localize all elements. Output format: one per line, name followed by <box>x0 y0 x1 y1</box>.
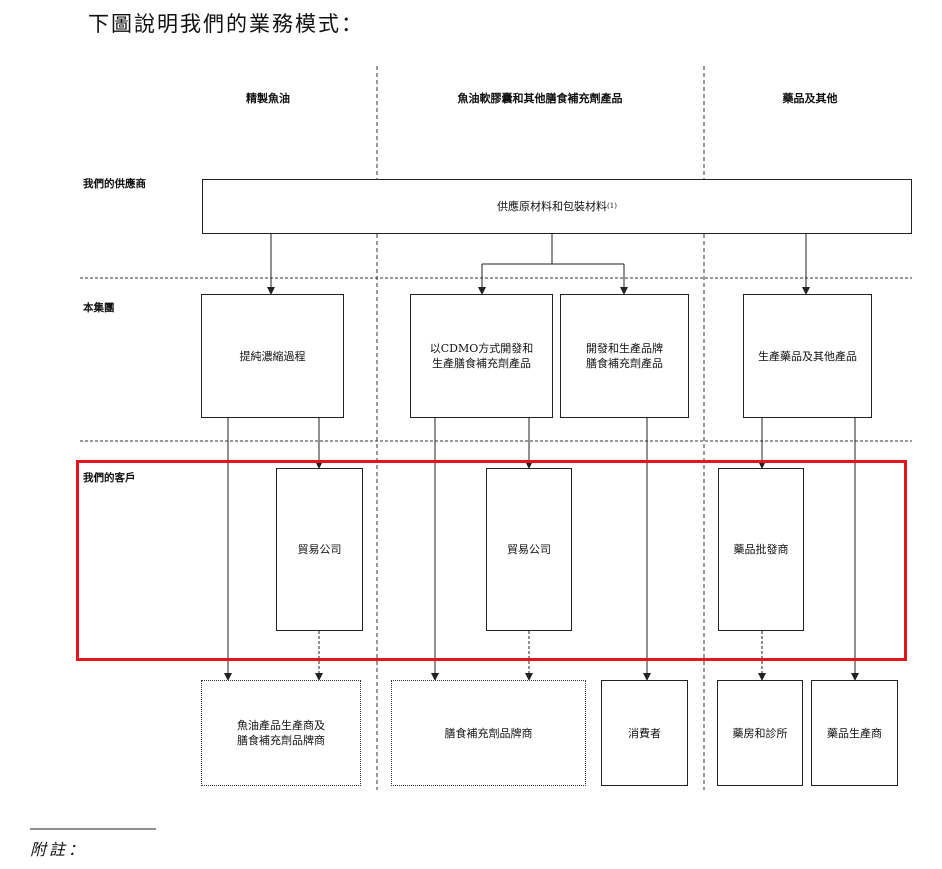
consumers-box: 消費者 <box>601 680 688 786</box>
trading-company-box-2: 貿易公司 <box>486 468 572 631</box>
pharma-manufacturers-label: 藥品生產商 <box>827 726 882 740</box>
row-label-group: 本集團 <box>83 302 115 314</box>
trading-company-label-1: 貿易公司 <box>297 543 342 556</box>
trading-company-label-2: 貿易公司 <box>507 543 551 556</box>
page-title: 下圖說明我們的業務模式： <box>88 12 364 36</box>
fish-oil-producers-line2: 膳食補充劑品牌商 <box>237 734 325 747</box>
column-header-refined-fish-oil: 精製魚油 <box>246 92 290 105</box>
cdmo-label-line2: 生產膳食補充劑產品 <box>432 357 531 370</box>
pharma-wholesaler-label: 藥品批發商 <box>733 543 789 556</box>
refining-process-label: 提純濃縮過程 <box>239 349 306 363</box>
footnote-heading: 附註： <box>30 840 88 859</box>
trading-company-box-1: 貿易公司 <box>276 468 363 631</box>
supplement-brands-box: 膳食補充劑品牌商 <box>391 680 586 786</box>
brand-products-box: 開發和生產品牌 膳食補充劑產品 <box>560 294 689 418</box>
brand-label-line2: 膳食補充劑產品 <box>586 357 663 370</box>
pharma-wholesaler-box: 藥品批發商 <box>718 468 804 631</box>
brand-label-line1: 開發和生產品牌 <box>586 342 663 355</box>
cdmo-box: 以CDMO方式開發和 生產膳食補充劑產品 <box>410 294 553 418</box>
refining-process-box: 提純濃縮過程 <box>201 294 344 418</box>
fish-oil-producers-box: 魚油產品生產商及 膳食補充劑品牌商 <box>201 680 361 786</box>
column-header-pharma: 藥品及其他 <box>782 92 838 105</box>
pharmacies-clinics-box: 藥房和診所 <box>717 680 803 786</box>
fish-oil-producers-line1: 魚油產品生產商及 <box>237 719 325 732</box>
column-header-supplements: 魚油軟膠囊和其他膳食補充劑產品 <box>457 92 623 105</box>
pharmacies-clinics-label: 藥房和診所 <box>732 726 788 740</box>
row-label-customers: 我們的客戶 <box>83 472 136 484</box>
consumers-label: 消費者 <box>628 726 661 740</box>
row-label-suppliers: 我們的供應商 <box>83 178 146 190</box>
pharma-production-label: 生產藥品及其他產品 <box>758 349 857 363</box>
pharma-manufacturers-box: 藥品生產商 <box>811 680 898 786</box>
supplier-note-mark: (1) <box>607 202 617 210</box>
cdmo-label-line1: 以CDMO方式開發和 <box>429 342 534 355</box>
supplier-box-label: 供應原材料和包裝材料 <box>497 200 608 213</box>
pharma-production-box: 生產藥品及其他產品 <box>743 294 872 418</box>
supplement-brands-label: 膳食補充劑品牌商 <box>444 726 533 740</box>
supplier-box: 供應原材料和包裝材料(1) <box>202 179 912 234</box>
